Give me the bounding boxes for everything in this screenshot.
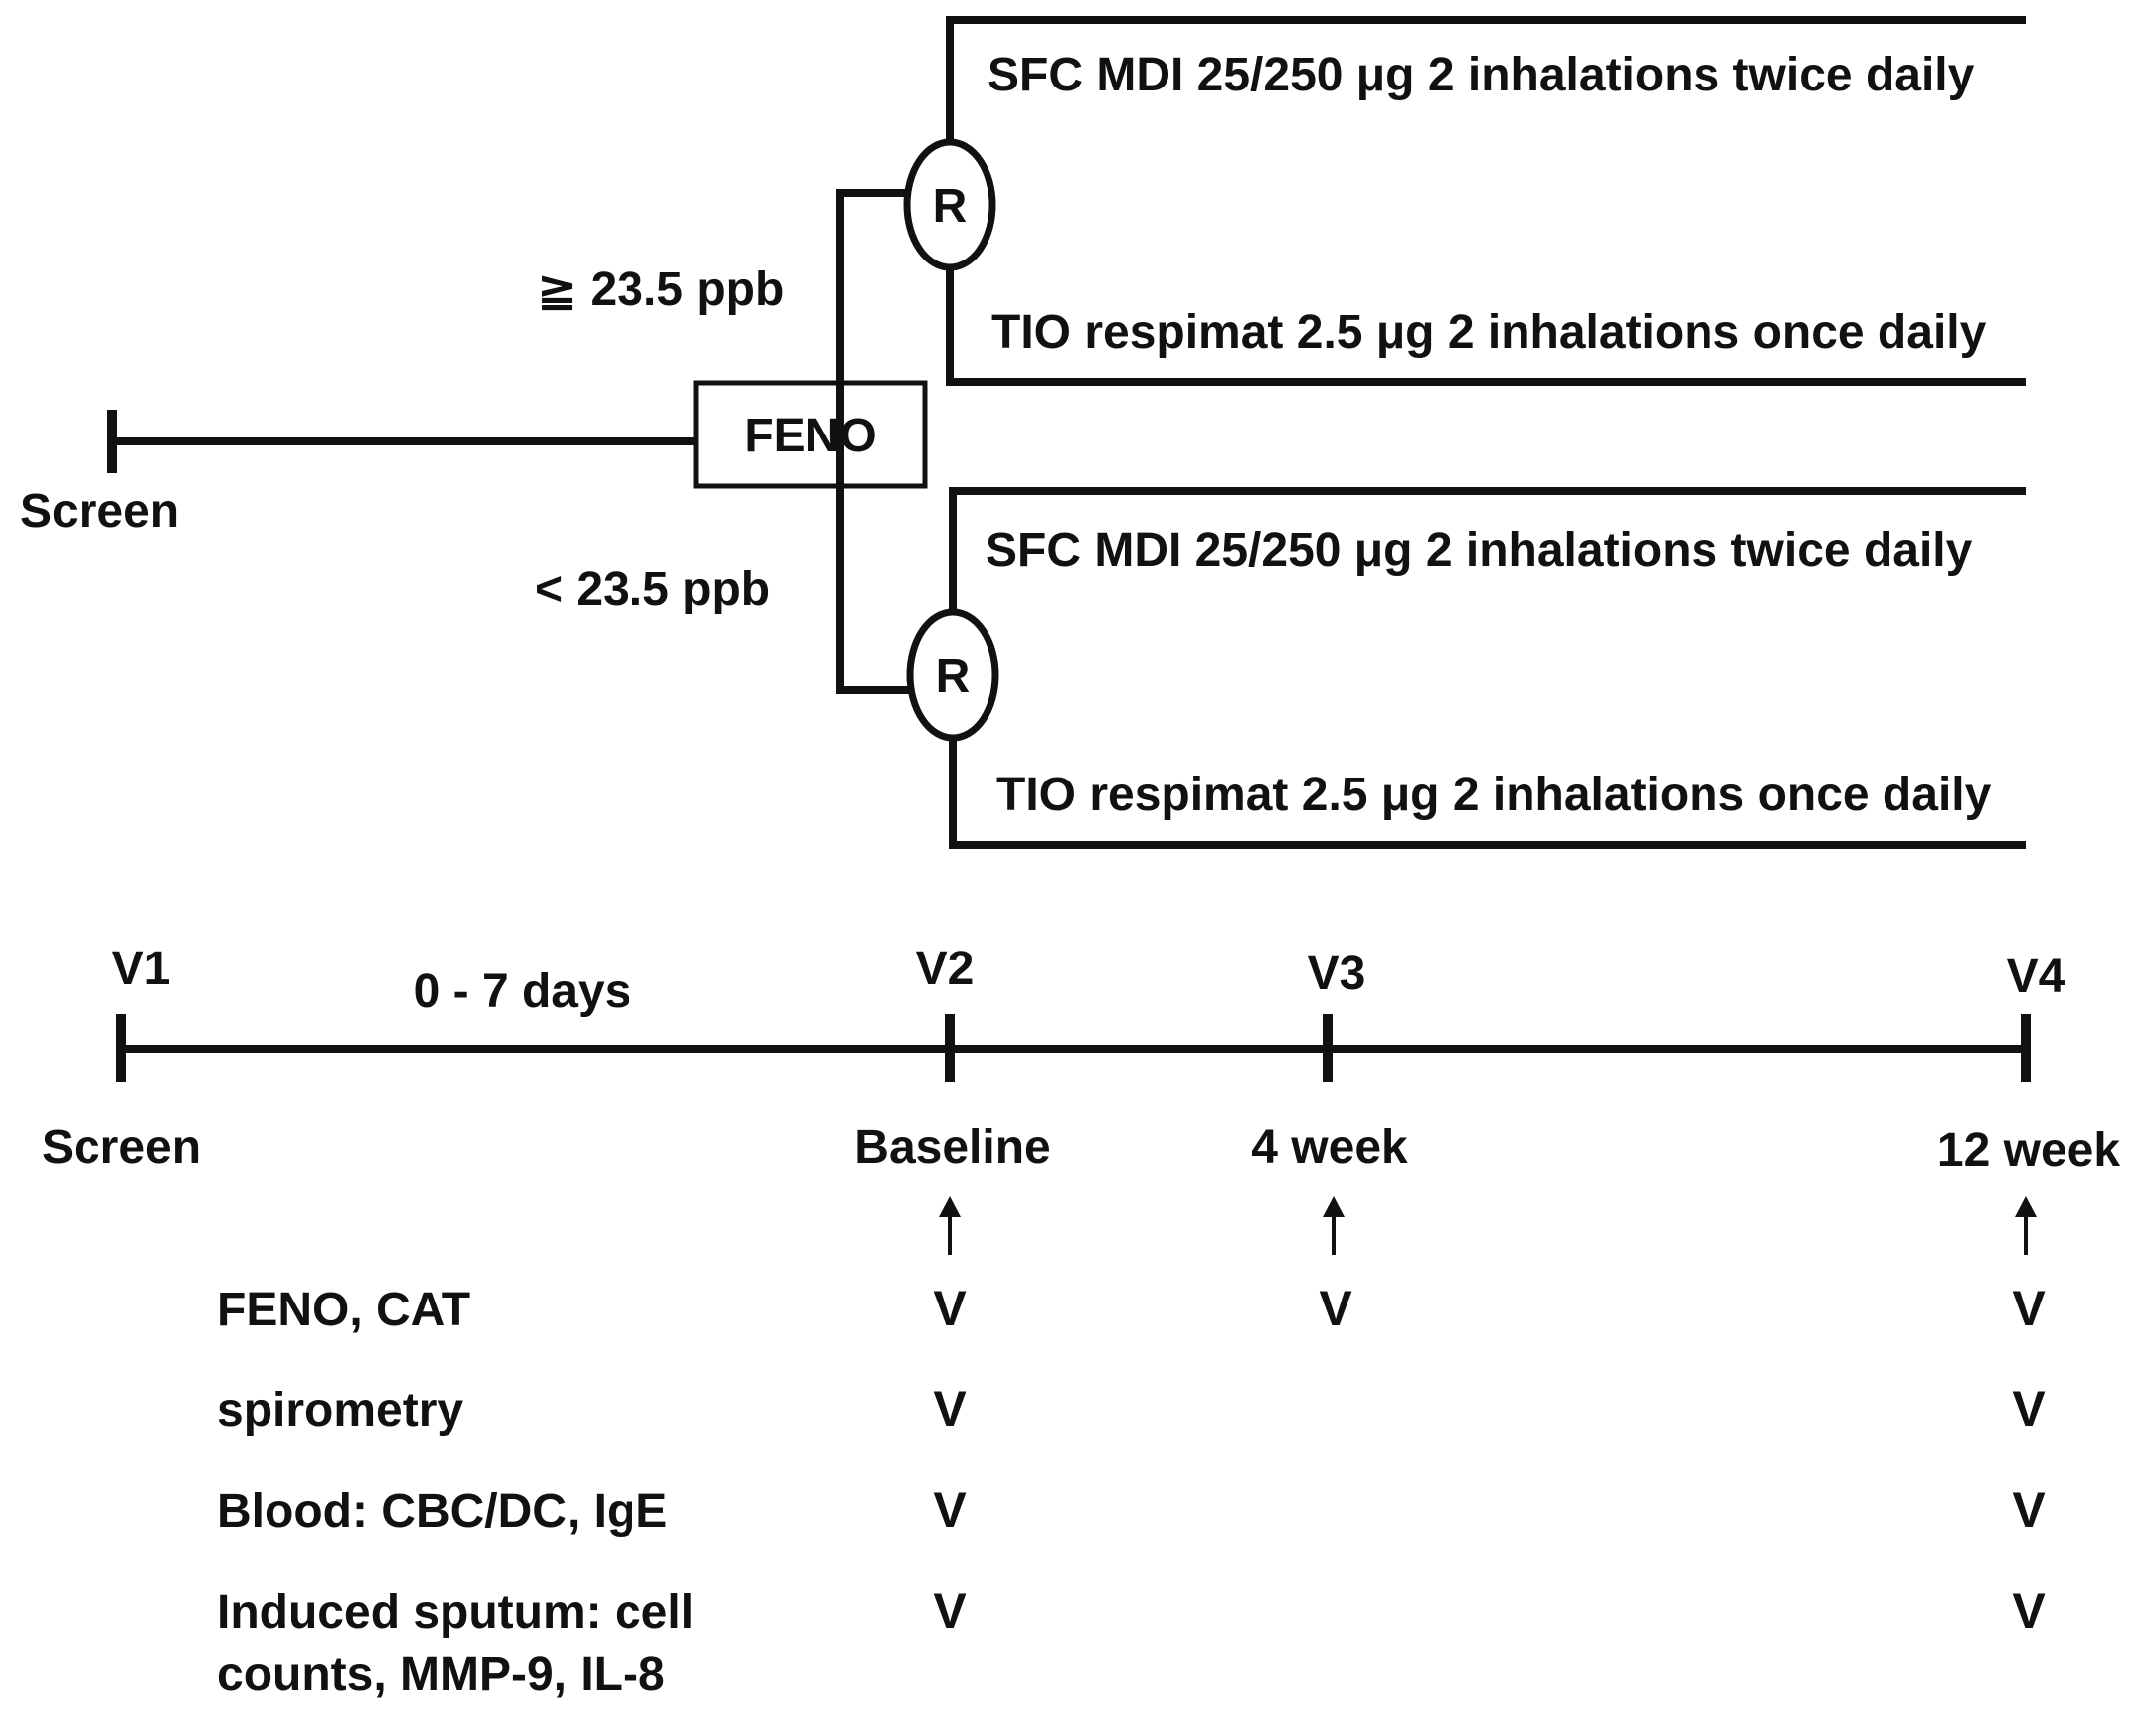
assessment-label: FENO, CAT xyxy=(217,1284,470,1336)
check-mark-v2: V xyxy=(933,1482,967,1538)
interval-label: 0 - 7 days xyxy=(414,965,631,1018)
assessment-row: Induced sputum: cell counts, MMP-9, IL-8 V… xyxy=(217,1583,2046,1701)
low-sfc-arm-label: SFC MDI 25/250 μg 2 inhalations twice da… xyxy=(986,524,1973,577)
high-feno-group: R SFC MDI 25/250 μg 2 inhalations twice … xyxy=(903,16,2026,386)
assessment-label-line: counts, MMP-9, IL-8 xyxy=(217,1649,665,1701)
visit-v4: V4 12 week xyxy=(1937,951,2120,1255)
visit-label: Screen xyxy=(42,1122,201,1174)
high-tio-arm-label: TIO respimat 2.5 μg 2 inhalations once d… xyxy=(991,306,1987,359)
visit-code: V2 xyxy=(916,943,975,995)
check-mark-v2: V xyxy=(933,1381,967,1437)
visit-label: 4 week xyxy=(1251,1122,1408,1174)
low-randomization-label: R xyxy=(936,650,971,703)
low-threshold-label: < 23.5 ppb xyxy=(535,563,770,615)
check-mark-v4: V xyxy=(2012,1482,2046,1538)
low-sfc-arm-line xyxy=(949,487,2026,613)
assessment-label: Blood: CBC/DC, IgE xyxy=(217,1485,667,1538)
high-randomization-label: R xyxy=(933,180,968,233)
low-tio-arm-line xyxy=(949,737,2026,849)
low-tio-arm-label: TIO respimat 2.5 μg 2 inhalations once d… xyxy=(996,769,1992,821)
assessment-label-line: Induced sputum: cell xyxy=(217,1586,694,1639)
check-mark-v4: V xyxy=(2012,1583,2046,1639)
visit-v1: V1 Screen xyxy=(42,943,201,1174)
assessment-row: Blood: CBC/DC, IgE V V xyxy=(217,1482,2046,1538)
high-randomization-node xyxy=(903,138,996,271)
visit-v3: V3 4 week xyxy=(1251,948,1408,1255)
assessment-row: spirometry V V xyxy=(217,1381,2046,1437)
visit-label: 12 week xyxy=(1937,1125,2120,1177)
check-mark-v2: V xyxy=(933,1583,967,1639)
low-randomization-node xyxy=(906,608,999,742)
low-feno-group: R SFC MDI 25/250 μg 2 inhalations twice … xyxy=(906,487,2026,849)
branch-connector xyxy=(836,189,910,694)
arrow-up-icon xyxy=(939,1196,961,1255)
visit-code: V1 xyxy=(112,943,171,995)
assessment-label-line: spirometry xyxy=(217,1384,463,1437)
design-screen-label: Screen xyxy=(20,485,179,538)
assessment-label: Induced sputum: cell counts, MMP-9, IL-8 xyxy=(217,1586,694,1701)
assessment-label: spirometry xyxy=(217,1384,463,1437)
check-mark-v4: V xyxy=(2012,1281,2046,1336)
visit-v2: V2 Baseline xyxy=(854,943,1051,1255)
feno-box-label: FENO xyxy=(744,410,876,462)
high-sfc-arm-line xyxy=(946,16,2026,145)
visit-code: V3 xyxy=(1308,948,1366,1000)
check-mark-v2: V xyxy=(933,1281,967,1336)
feno-box xyxy=(693,380,928,489)
check-mark-v4: V xyxy=(2012,1381,2046,1437)
high-sfc-arm-label: SFC MDI 25/250 μg 2 inhalations twice da… xyxy=(988,49,1975,101)
assessment-label-line: FENO, CAT xyxy=(217,1284,470,1336)
assessment-label-line: Blood: CBC/DC, IgE xyxy=(217,1485,667,1538)
high-tio-arm-line xyxy=(946,251,2026,386)
assessment-row: FENO, CAT V V V xyxy=(217,1281,2046,1336)
arrow-up-icon xyxy=(1323,1196,1345,1255)
check-mark-v3: V xyxy=(1319,1281,1352,1336)
visit-label: Baseline xyxy=(854,1122,1050,1174)
arrow-up-icon xyxy=(2015,1196,2037,1255)
visit-code: V4 xyxy=(2007,951,2065,1003)
high-threshold-label: ≧ 23.5 ppb xyxy=(537,263,784,316)
visit-timeline: 0 - 7 days V1 Screen V2 Baseline V3 4 we… xyxy=(42,943,2120,1255)
study-design: Screen FENO ≧ 23.5 ppb < 23.5 ppb R SFC … xyxy=(20,16,2026,849)
